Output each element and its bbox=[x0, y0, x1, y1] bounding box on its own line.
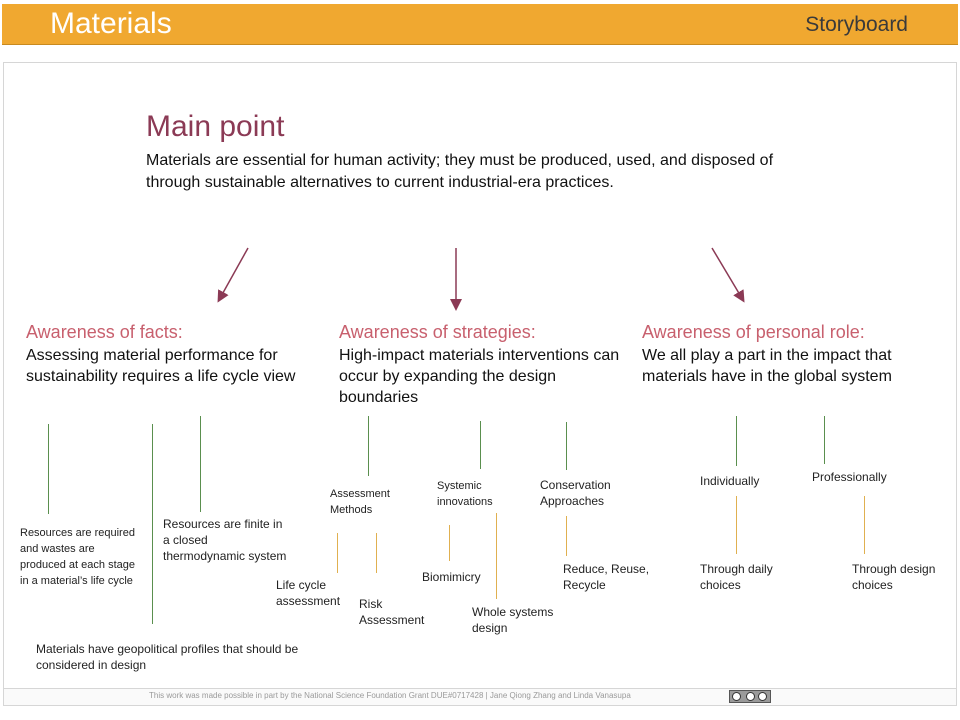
footer-credit: This work was made possible in part by t… bbox=[149, 691, 631, 700]
fact-geopolitical: Materials have geopolitical profiles tha… bbox=[36, 642, 299, 672]
connector-line bbox=[864, 496, 865, 554]
connector-line bbox=[566, 516, 567, 556]
storyboard-label: Storyboard bbox=[805, 13, 908, 36]
connector-line bbox=[376, 533, 377, 573]
connector-line bbox=[152, 424, 153, 624]
personal-text: We all play a part in the impact that ma… bbox=[642, 347, 892, 385]
facts-heading: Awareness of facts: bbox=[26, 322, 183, 342]
connector-line bbox=[480, 421, 481, 469]
connector-line bbox=[337, 533, 338, 573]
personal-professionally: Professionally bbox=[812, 470, 887, 484]
main-point-text: Materials are essential for human activi… bbox=[146, 152, 774, 191]
connector-line bbox=[824, 416, 825, 464]
main-point-title: Main point bbox=[146, 110, 285, 143]
personal-daily: Through daily choices bbox=[700, 562, 773, 592]
connector-line bbox=[449, 525, 450, 561]
connector-line bbox=[200, 416, 201, 512]
connector-line bbox=[496, 513, 497, 599]
strategy-risk: Risk Assessment bbox=[359, 597, 425, 627]
facts-text: Assessing material performance for susta… bbox=[26, 347, 296, 385]
strategy-life-cycle: Life cycle assessment bbox=[276, 578, 341, 608]
strategy-systemic: Systemic innovations bbox=[437, 480, 493, 508]
connector-line bbox=[736, 496, 737, 554]
slide-title: Materials bbox=[50, 7, 172, 40]
fact-resources-required: Resources are required and wastes are pr… bbox=[20, 527, 135, 587]
connector-line bbox=[368, 416, 369, 476]
personal-heading: Awareness of personal role: bbox=[642, 322, 865, 342]
strategy-biomimicry: Biomimicry bbox=[422, 570, 481, 584]
strategies-text: High-impact materials interventions can … bbox=[339, 347, 620, 406]
strategy-conservation: Conservation Approaches bbox=[540, 478, 611, 508]
personal-individually: Individually bbox=[700, 474, 760, 488]
fact-resources-finite: Resources are finite in a closed thermod… bbox=[163, 517, 287, 563]
strategy-whole-systems: Whole systems design bbox=[472, 605, 554, 635]
creative-commons-icon bbox=[729, 690, 771, 703]
strategy-reduce: Reduce, Reuse, Recycle bbox=[563, 562, 650, 592]
footer-bar: This work was made possible in part by t… bbox=[3, 688, 957, 706]
connector-line bbox=[48, 424, 49, 514]
connector-line bbox=[566, 422, 567, 470]
strategy-assessment-methods: Assessment Methods bbox=[330, 488, 390, 516]
header-bar: Materials Storyboard bbox=[2, 4, 958, 45]
personal-design: Through design choices bbox=[852, 562, 936, 592]
arrow-right bbox=[711, 247, 745, 303]
strategies-heading: Awareness of strategies: bbox=[339, 322, 536, 342]
arrow-left bbox=[217, 247, 249, 303]
connector-line bbox=[736, 416, 737, 466]
